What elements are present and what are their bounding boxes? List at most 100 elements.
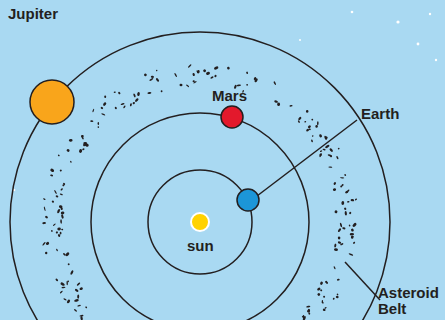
asteroid: [66, 299, 70, 304]
asteroid: [345, 190, 349, 194]
asteroid: [355, 198, 358, 201]
asteroid: [203, 69, 207, 73]
asteroid: [60, 232, 62, 235]
asteroid: [151, 75, 155, 78]
asteroid: [338, 236, 341, 239]
asteroid: [62, 184, 65, 187]
asteroid: [308, 309, 310, 313]
asteroid: [61, 211, 65, 214]
asteroid: [333, 182, 336, 186]
asteroid: [156, 69, 158, 71]
asteroid: [155, 78, 159, 83]
asteroid: [302, 316, 306, 320]
asteroid: [352, 222, 357, 227]
asteroid: [312, 135, 314, 137]
asteroid: [330, 155, 333, 158]
asteroid: [351, 236, 354, 239]
asteroid: [347, 201, 350, 203]
asteroid: [55, 231, 58, 234]
asteroid: [186, 84, 190, 87]
asteroid: [277, 102, 281, 106]
asteroid: [306, 110, 309, 113]
asteroid: [206, 71, 211, 75]
asteroid: [42, 242, 46, 246]
asteroid: [85, 306, 88, 309]
asteroid: [336, 156, 339, 160]
asteroid: [350, 233, 354, 235]
asteroid: [61, 287, 65, 289]
asteroid: [61, 214, 64, 219]
asteroid: [325, 280, 328, 283]
asteroid: [179, 83, 182, 86]
asteroid: [317, 121, 319, 125]
asteroid: [104, 95, 106, 98]
asteroid: [70, 161, 72, 163]
asteroid: [55, 278, 58, 282]
asteroid: [100, 106, 103, 109]
asteroid: [333, 188, 336, 191]
asteroid: [324, 136, 328, 140]
asteroid: [344, 174, 347, 177]
asteroid: [67, 281, 69, 283]
asteroid: [60, 207, 63, 210]
asteroid: [315, 125, 318, 128]
asteroid: [340, 185, 343, 188]
asteroid: [103, 102, 107, 107]
asteroid: [76, 282, 80, 286]
asteroid: [101, 113, 105, 116]
asteroid: [214, 66, 219, 70]
asteroid: [197, 70, 200, 74]
asteroid: [192, 73, 195, 77]
asteroid: [161, 90, 163, 92]
asteroid: [65, 252, 70, 257]
asteroid: [273, 81, 276, 85]
sun-symbol: [191, 213, 209, 231]
asteroid: [70, 270, 74, 275]
asteroid: [333, 298, 335, 301]
asteroid: [334, 248, 338, 251]
asteroid: [323, 296, 325, 298]
asteroid: [67, 263, 70, 266]
asteroid: [66, 148, 70, 152]
asteroid: [120, 103, 124, 106]
asteroid: [334, 210, 338, 214]
asteroid: [57, 227, 61, 230]
asteroid: [320, 281, 324, 285]
asteroid: [289, 105, 292, 107]
asteroid: [133, 93, 136, 98]
asteroid: [132, 102, 135, 105]
leader-line: [345, 262, 380, 300]
asteroid: [341, 201, 344, 205]
asteroid: [307, 125, 311, 129]
asteroid: [337, 228, 341, 233]
asteroid: [60, 188, 63, 191]
asteroid: [307, 309, 310, 312]
asteroid: [60, 290, 64, 294]
planet-label: Mars: [212, 88, 247, 104]
asteroid: [324, 307, 327, 309]
asteroid: [246, 71, 249, 74]
asteroid: [51, 200, 54, 203]
asteroid: [324, 135, 327, 140]
asteroid: [210, 76, 214, 79]
asteroid: [306, 305, 310, 307]
asteroid: [227, 67, 230, 70]
asteroid: [174, 73, 178, 78]
asteroid: [147, 92, 151, 95]
asteroid: [336, 293, 338, 295]
asteroid: [137, 92, 140, 97]
asteroid: [90, 120, 93, 122]
planet-label: Earth: [361, 106, 399, 122]
asteroid: [327, 154, 332, 157]
asteroid: [45, 215, 49, 218]
asteroid: [319, 134, 323, 138]
asteroid: [334, 243, 337, 247]
asteroid: [57, 234, 60, 238]
asteroid: [344, 207, 347, 210]
asteroid: [320, 150, 323, 152]
asteroid: [298, 116, 302, 120]
asteroid: [344, 211, 347, 216]
planet-label: Jupiter: [8, 6, 58, 22]
asteroid: [51, 230, 53, 232]
asteroid: [351, 235, 354, 237]
